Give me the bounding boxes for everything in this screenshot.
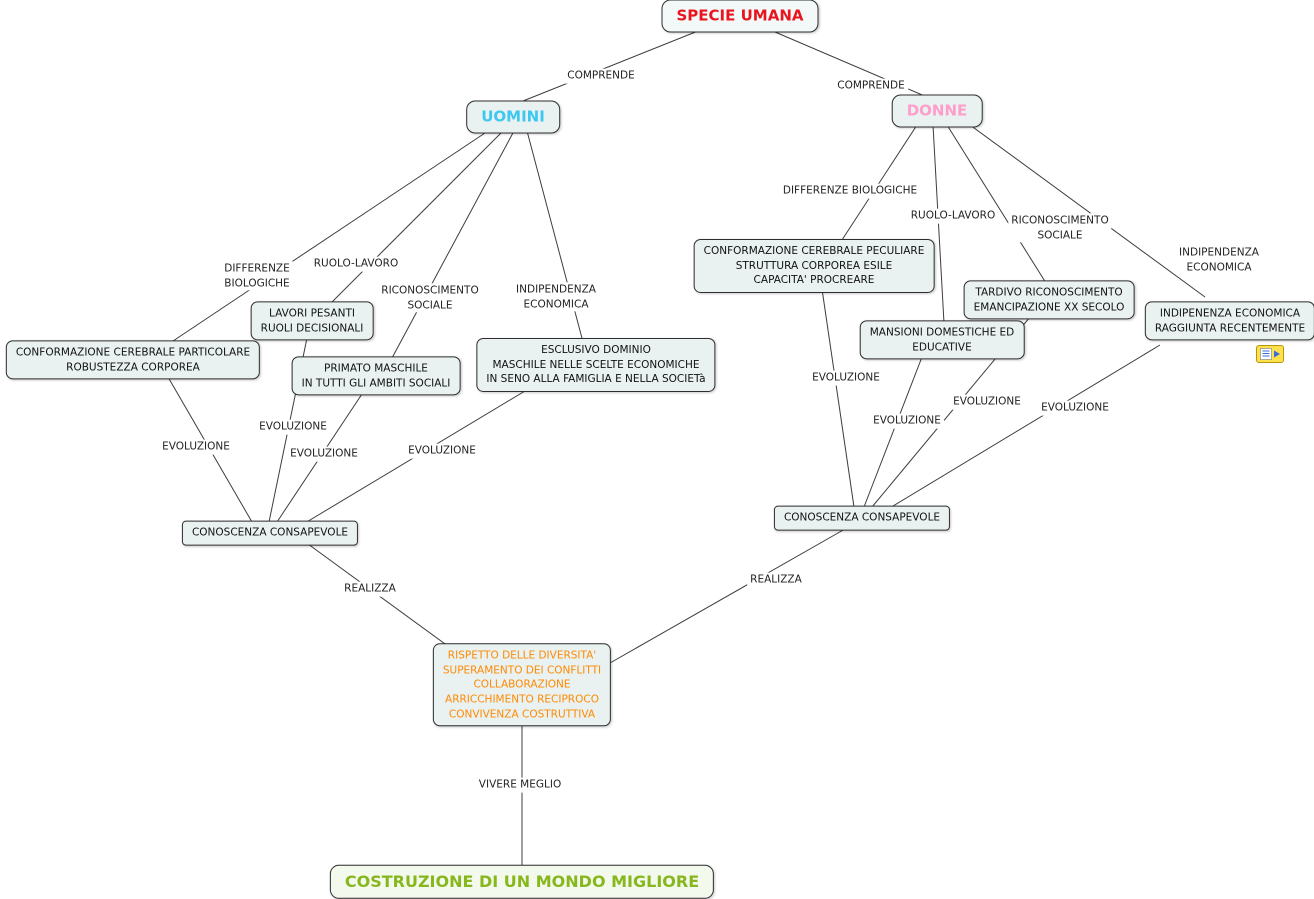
edge-specie-uomini	[517, 28, 704, 104]
node-conformazione-donne[interactable]: CONFORMAZIONE CEREBRALE PECULIARE STRUTT…	[693, 238, 935, 294]
node-conoscenza-consapevole-donne[interactable]: CONOSCENZA CONSAPEVOLE	[773, 505, 951, 531]
edge-label-evoluzione-4[interactable]: EVOLUZIONE	[405, 443, 479, 459]
edge-label-comprende-donne[interactable]: COMPRENDE	[834, 78, 908, 94]
edge-label-evoluzione-2[interactable]: EVOLUZIONE	[256, 419, 330, 435]
edge-label-vivere-meglio[interactable]: VIVERE MEGLIO	[475, 777, 565, 793]
edge-label-evoluzione-5[interactable]: EVOLUZIONE	[809, 370, 883, 386]
node-esclusivo-dominio[interactable]: ESCLUSIVO DOMINIO MASCHILE NELLE SCELTE …	[476, 337, 716, 393]
edge-label-riconoscimento-sociale-donne[interactable]: RICONOSCIMENTO SOCIALE	[1008, 213, 1112, 243]
edge-donne-tardivo	[946, 124, 1047, 284]
edge-label-comprende-uomini[interactable]: COMPRENDE	[564, 68, 638, 84]
edge-label-indipendenza-economica-uomini[interactable]: INDIPENDENZA ECONOMICA	[513, 282, 599, 312]
node-specie-umana[interactable]: SPECIE UMANA	[661, 0, 819, 33]
node-donne[interactable]: DONNE	[891, 94, 983, 128]
edge-label-riconoscimento-sociale-uomini[interactable]: RICONOSCIMENTO SOCIALE	[378, 283, 482, 313]
edge-label-ruolo-lavoro-donne[interactable]: RUOLO-LAVORO	[907, 208, 999, 224]
edge-label-indipendenza-economica-donne[interactable]: INDIPENDENZA ECONOMICA	[1176, 245, 1262, 275]
attachment-icon-graphic	[1256, 345, 1284, 363]
edge-label-evoluzione-6[interactable]: EVOLUZIONE	[870, 413, 944, 429]
edge-label-differenze-biologiche-donne[interactable]: DIFFERENZE BIOLOGICHE	[779, 183, 921, 199]
node-lavori-pesanti[interactable]: LAVORI PESANTI RUOLI DECISIONALI	[250, 301, 374, 341]
node-tardivo-riconoscimento[interactable]: TARDIVO RICONOSCIMENTO EMANCIPAZIONE XX …	[963, 280, 1135, 320]
node-rispetto-diversita[interactable]: RISPETTO DELLE DIVERSITA' SUPERAMENTO DE…	[432, 643, 612, 727]
edge-label-evoluzione-1[interactable]: EVOLUZIONE	[159, 439, 233, 455]
edge-conformazione-conoscenza-d	[821, 288, 855, 508]
node-uomini[interactable]: UOMINI	[466, 100, 560, 134]
node-conoscenza-consapevole-uomini[interactable]: CONOSCENZA CONSAPEVOLE	[181, 520, 359, 546]
edge-uomini-lavori	[329, 130, 504, 305]
node-mansioni-domestiche[interactable]: MANSIONI DOMESTICHE ED EDUCATIVE	[859, 320, 1025, 360]
edge-conoscenza-u-rispetto	[307, 543, 453, 650]
edge-donne-mansioni	[932, 124, 945, 324]
node-costruzione-mondo-migliore[interactable]: COSTRUZIONE DI UN MONDO MIGLIORE	[329, 864, 715, 899]
edge-label-evoluzione-8[interactable]: EVOLUZIONE	[1038, 400, 1112, 416]
edge-label-evoluzione-3[interactable]: EVOLUZIONE	[287, 446, 361, 462]
edge-uomini-primato	[391, 130, 515, 359]
edge-indipenenza-conoscenza-d	[887, 344, 1161, 510]
node-indipenenza-economica[interactable]: INDIPENENZA ECONOMICA RAGGIUNTA RECENTEM…	[1144, 301, 1314, 341]
edge-conoscenza-d-rispetto	[609, 528, 846, 664]
edge-mansioni-conoscenza-d	[863, 356, 923, 508]
edge-label-realizza-uomini[interactable]: REALIZZA	[341, 581, 399, 597]
edge-label-ruolo-lavoro-uomini[interactable]: RUOLO-LAVORO	[310, 256, 402, 272]
edge-label-differenze-biologiche-uomini[interactable]: DIFFERENZE BIOLOGICHE	[221, 261, 293, 291]
edge-label-realizza-donne[interactable]: REALIZZA	[747, 572, 805, 588]
node-primato-maschile[interactable]: PRIMATO MASCHILE IN TUTTI GLI AMBITI SOC…	[291, 356, 461, 396]
edge-label-evoluzione-7[interactable]: EVOLUZIONE	[950, 394, 1024, 410]
resource-attachment-icon[interactable]	[1256, 345, 1284, 367]
edge-uomini-conformazione	[169, 130, 489, 344]
edge-donne-indipenenza	[969, 124, 1206, 298]
node-conformazione-uomini[interactable]: CONFORMAZIONE CEREBRALE PARTICOLARE ROBU…	[5, 340, 261, 380]
